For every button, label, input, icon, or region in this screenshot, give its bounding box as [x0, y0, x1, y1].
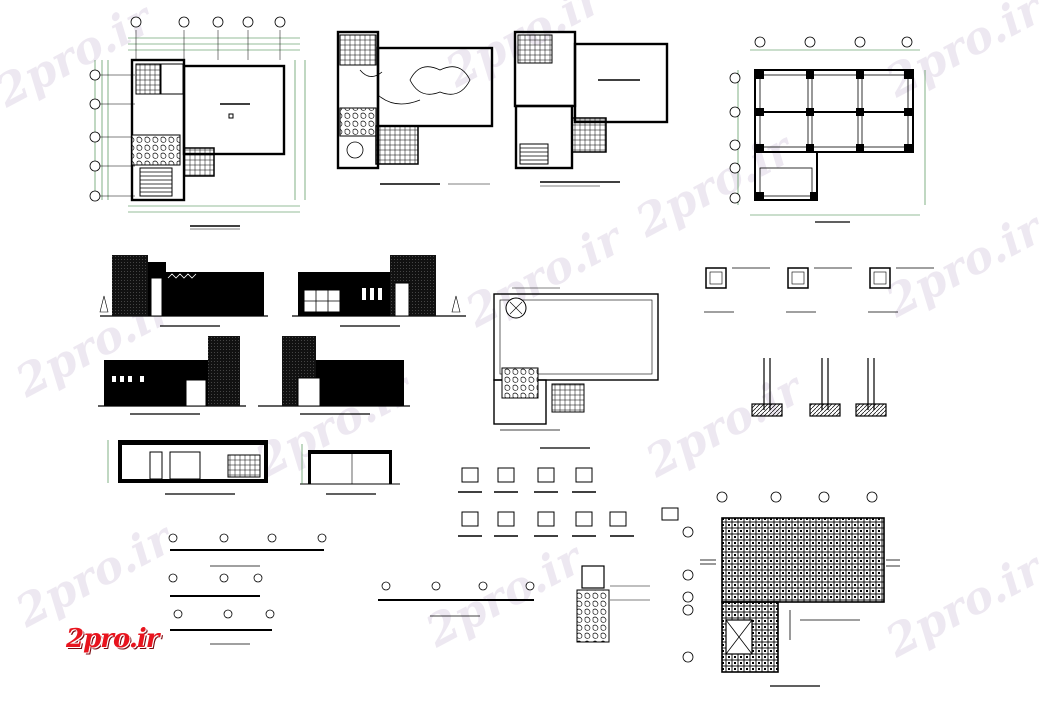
furniture-plan [513, 30, 669, 187]
site-logo: 2pro.ir [66, 624, 159, 654]
beam-details [458, 467, 679, 537]
electrical-plan [336, 30, 494, 185]
column-grid-plan [729, 36, 926, 223]
footing-sections [751, 358, 887, 417]
section-a [107, 440, 268, 495]
ground-floor-plan [89, 16, 306, 230]
slab-reinforcement-plan [682, 491, 900, 687]
left-elevation [98, 336, 246, 415]
rear-elevation [292, 255, 466, 327]
column-details [704, 267, 934, 313]
right-elevation [258, 336, 410, 415]
section-b [300, 444, 400, 495]
stone-foundation-detail [576, 565, 650, 643]
front-elevation [99, 255, 268, 327]
roof-plan [493, 287, 659, 449]
strip-footing-details [168, 533, 535, 645]
